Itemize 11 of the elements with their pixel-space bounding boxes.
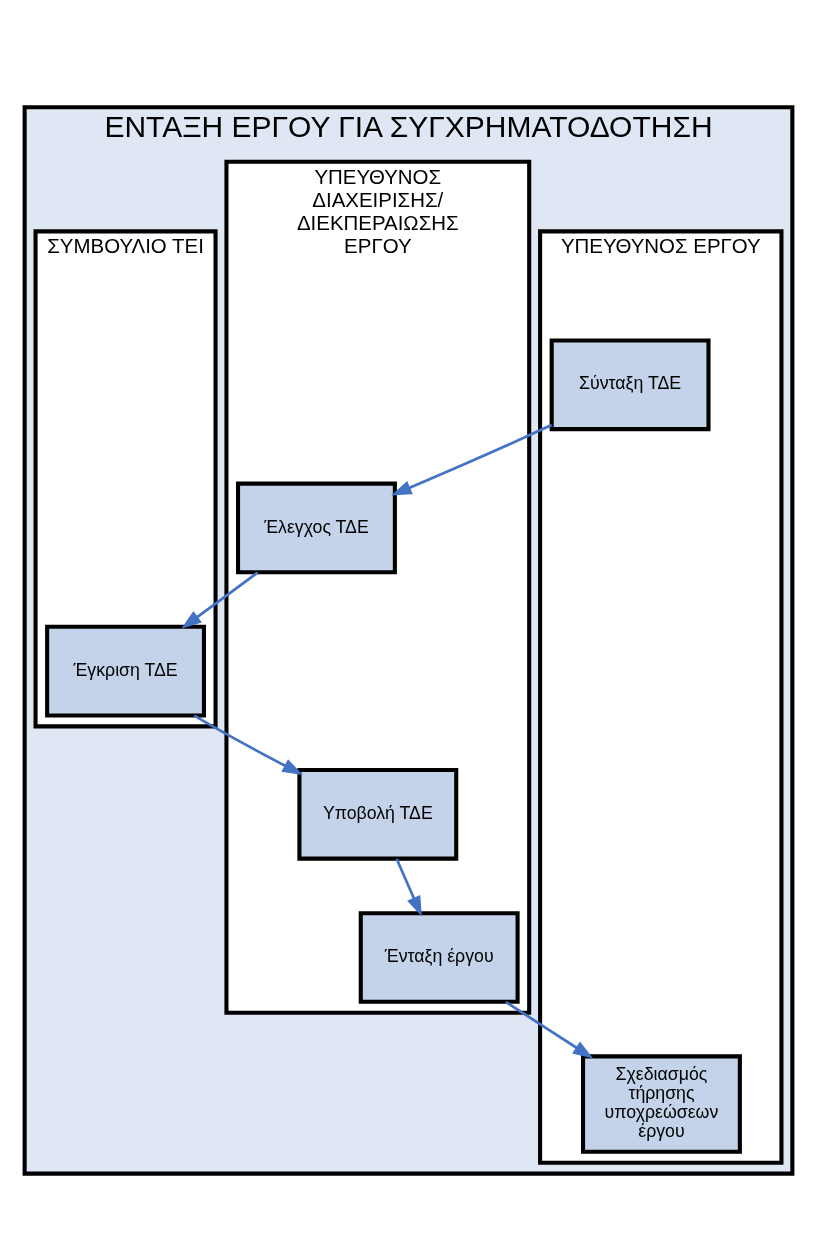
node-box: Ένταξη έργου bbox=[358, 910, 520, 1004]
node-box: Έγκριση ΤΔΕ bbox=[45, 624, 206, 717]
arrow bbox=[181, 571, 259, 629]
node-box: Σχεδιασμός τήρησης υποχρεώσεων έργου bbox=[581, 1053, 742, 1154]
arrow bbox=[193, 713, 303, 775]
node-box: Σύνταξη ΤΔΕ bbox=[549, 337, 711, 431]
arrow bbox=[391, 423, 553, 496]
node-box: Έλεγχος ΤΔΕ bbox=[236, 481, 397, 574]
arrow bbox=[395, 857, 422, 917]
arrow bbox=[505, 1000, 594, 1059]
node-box: Υποβολή ΤΔΕ bbox=[297, 767, 459, 861]
